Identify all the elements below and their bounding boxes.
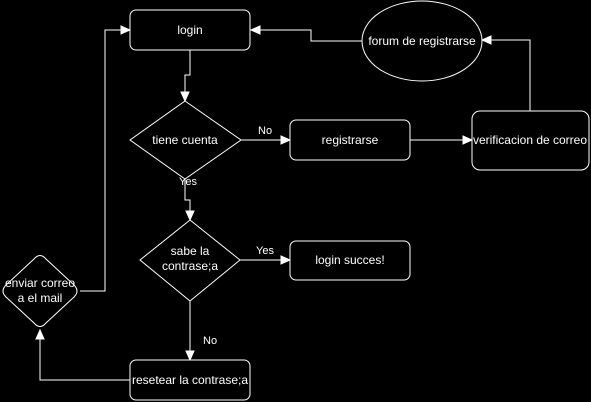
node-forum-label: forum de registrarse <box>368 34 476 48</box>
node-login[interactable]: login <box>129 9 251 51</box>
node-sabe-label-line1: sabe la <box>171 244 210 258</box>
node-login-succes[interactable]: login succes! <box>289 240 411 281</box>
edge-verificacion-to-forum <box>480 35 531 111</box>
node-registrarse-label: registrarse <box>322 133 379 147</box>
node-tiene-cuenta-label: tiene cuenta <box>152 133 218 147</box>
node-enviar-label-line1: enviar correo <box>5 276 75 290</box>
edge-forum-to-login <box>249 25 362 42</box>
edge-label-no-resetear: No <box>203 335 217 347</box>
node-verificacion-de-correo[interactable]: verificacion de correo <box>471 110 590 171</box>
edge-registrarse-to-verificacion <box>410 135 474 145</box>
node-sabe-la-contrasena[interactable]: sabe la contrase;a <box>139 219 241 302</box>
node-forum-de-registrarse[interactable]: forum de registrarse <box>361 0 483 82</box>
node-login-label: login <box>177 23 202 37</box>
node-verificacion-label: verificacion de correo <box>473 133 587 147</box>
edge-enviar-to-login <box>80 25 132 292</box>
edge-label-yes-succes: Yes <box>256 245 274 257</box>
edge-label-no-registrarse: No <box>258 125 272 137</box>
node-enviar-correo[interactable]: enviar correo a el mail <box>2 255 78 327</box>
edge-tiene-cuenta-to-registrarse <box>241 135 292 145</box>
node-login-succes-label: login succes! <box>315 253 384 267</box>
node-enviar-label-line2: a el mail <box>18 291 63 305</box>
node-resetear-la-contrasena[interactable]: resetear la contrase;a <box>129 359 251 401</box>
edge-tiene-cuenta-to-sabe <box>184 179 195 222</box>
edge-sabe-to-resetear <box>185 301 195 362</box>
edge-resetear-to-enviar <box>35 328 130 381</box>
edge-login-to-tiene-cuenta <box>180 50 191 103</box>
node-registrarse[interactable]: registrarse <box>289 119 411 161</box>
edge-sabe-to-login-succes <box>240 255 292 265</box>
node-resetear-label: resetear la contrase;a <box>132 373 248 387</box>
edge-label-yes-sabe: Yes <box>179 176 197 188</box>
node-tiene-cuenta[interactable]: tiene cuenta <box>129 100 242 180</box>
node-sabe-label-line2: contrase;a <box>162 259 218 273</box>
